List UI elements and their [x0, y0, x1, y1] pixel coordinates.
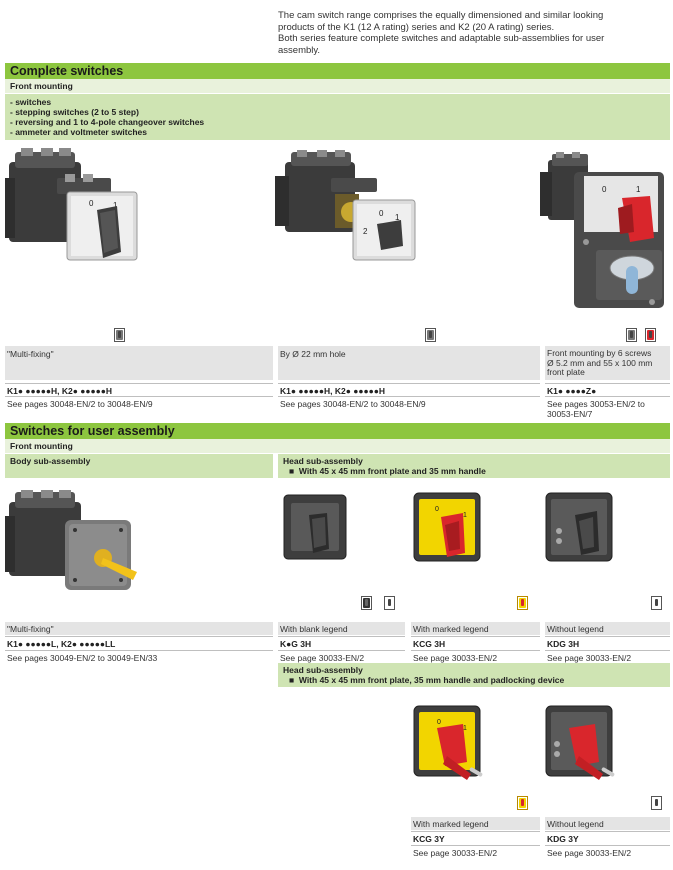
head-subassembly-label: Head sub-assembly	[283, 456, 363, 466]
head-ref: KDG 3H	[545, 636, 670, 651]
feature-item: - reversing and 1 to 4-pole changeover s…	[10, 117, 205, 127]
item-desc-line: Ø 5.2 mm and 55 x 100 mm	[547, 357, 653, 368]
feature-item: - stepping switches (2 to 5 step)	[10, 107, 139, 117]
intro-line: assembly.	[278, 44, 321, 56]
head-subassembly-bullet: ■ With 45 x 45 mm front plate and 35 mm …	[283, 466, 670, 476]
head-pages: See page 30033-EN/2	[411, 845, 540, 858]
head-plate-marked-legend-image: 0 1	[413, 492, 481, 562]
bullet-text: With 45 x 45 mm front plate, 35 mm handl…	[298, 675, 565, 685]
dial-label-0: 0	[89, 199, 94, 208]
head-subassembly-label: Head sub-assembly	[283, 665, 363, 675]
body-ref: K1● ●●●●●L, K2● ●●●●●LL	[5, 636, 273, 651]
bullet-text: With 45 x 45 mm front plate and 35 mm ha…	[298, 466, 486, 476]
head-pages: See page 30033-EN/2	[545, 650, 670, 663]
body-subassembly-label: Body sub-assembly	[5, 454, 273, 478]
head-desc: With marked legend	[411, 817, 540, 830]
head-ref: K●G 3H	[278, 636, 405, 651]
item-ref: K1● ●●●●●H, K2● ●●●●●H	[278, 383, 540, 398]
head-subassembly-bullet: ■ With 45 x 45 mm front plate, 35 mm han…	[283, 675, 670, 685]
head-pages: See page 30033-EN/2	[545, 845, 670, 858]
item-pages: See pages 30053-EN/2 to 30053-EN/7	[545, 396, 670, 419]
item-desc: By Ø 22 mm hole	[278, 346, 540, 380]
head-padlock-banner: Head sub-assembly ■ With 45 x 45 mm fron…	[278, 663, 670, 687]
dial-label-1: 1	[636, 185, 641, 194]
switch-22mm-hole-image: 2 0 1	[275, 150, 416, 261]
switch-multi-fixing-image: 0 1	[5, 148, 138, 261]
item-ref: K1● ●●●●Z●	[545, 383, 670, 398]
body-subassembly-image	[5, 490, 137, 590]
intro-text: The cam switch range comprises the equal…	[278, 10, 663, 56]
head-pages: See page 30033-EN/2	[411, 650, 540, 663]
switch-front-screws-image: 0 1	[540, 152, 664, 308]
gray-handle-icon	[384, 596, 395, 610]
body-desc: "Multi-fixing"	[5, 622, 273, 635]
feature-item: - ammeter and voltmeter switches	[10, 127, 147, 137]
gray-handle-icon	[651, 596, 662, 610]
plate-label-1: 1	[463, 725, 467, 732]
item-pages-line: See pages 30053-EN/2 to	[547, 399, 645, 409]
head-desc: With marked legend	[411, 622, 540, 635]
section-title-complete: Complete switches	[5, 63, 670, 79]
item-desc-line: front plate	[547, 367, 585, 377]
section-title-user-assembly: Switches for user assembly	[5, 423, 670, 439]
item-desc: "Multi-fixing"	[5, 346, 273, 380]
head-plate-blank-legend-image	[283, 494, 347, 560]
feature-item: - switches	[10, 97, 52, 107]
feature-list: - switches - stepping switches (2 to 5 s…	[5, 94, 670, 140]
head-subassembly-banner: Head sub-assembly ■ With 45 x 45 mm fron…	[278, 454, 670, 478]
dial-label-1: 1	[113, 201, 118, 210]
square-bullet-icon: ■	[289, 466, 295, 476]
item-desc: Front mounting by 6 screws Ø 5.2 mm and …	[545, 346, 670, 380]
head-desc: Without legend	[545, 622, 670, 635]
head-ref: KDG 3Y	[545, 831, 670, 846]
dial-label-0: 0	[379, 209, 384, 218]
head-desc: Without legend	[545, 817, 670, 830]
item-pages: See pages 30048-EN/2 to 30048-EN/9	[278, 396, 540, 409]
item-pages-line: 30053-EN/7	[547, 409, 593, 419]
subsection-front-mounting: Front mounting	[5, 439, 670, 453]
head-desc: With blank legend	[278, 622, 405, 635]
head-plate-without-legend-image	[545, 492, 613, 562]
item-desc-line: Front mounting by 6 screws	[547, 348, 652, 358]
item-pages: See pages 30048-EN/2 to 30048-EN/9	[5, 396, 273, 409]
head-pages: See page 30033-EN/2	[278, 650, 405, 663]
black-handle-icon	[361, 596, 372, 610]
intro-line: Both series feature complete switches an…	[278, 33, 605, 44]
intro-line: The cam switch range comprises the equal…	[278, 10, 604, 21]
dial-label-2: 2	[363, 227, 368, 236]
dial-label-0: 0	[602, 185, 607, 194]
gray-handle-icon	[626, 328, 637, 342]
dial-label-1: 1	[395, 213, 400, 222]
gray-handle-icon	[651, 796, 662, 810]
head-ref: KCG 3H	[411, 636, 540, 651]
padlock-plate-marked-image: 0 1	[413, 705, 483, 780]
item-ref: K1● ●●●●●H, K2● ●●●●●H	[5, 383, 273, 398]
intro-line: products of the K1 (12 A rating) series …	[278, 21, 555, 33]
gray-handle-icon	[425, 328, 436, 342]
head-ref: KCG 3Y	[411, 831, 540, 846]
padlock-plate-without-legend-image	[545, 705, 615, 780]
gray-handle-icon	[114, 328, 125, 342]
yellow-red-handle-icon	[517, 796, 528, 810]
subsection-front-mounting: Front mounting	[5, 79, 670, 93]
body-pages: See pages 30049-EN/2 to 30049-EN/33	[5, 650, 273, 663]
red-handle-icon	[645, 328, 656, 342]
plate-label-0: 0	[435, 506, 439, 513]
square-bullet-icon: ■	[289, 675, 295, 685]
plate-label-0: 0	[437, 719, 441, 726]
plate-label-1: 1	[463, 512, 467, 519]
yellow-red-handle-icon	[517, 596, 528, 610]
